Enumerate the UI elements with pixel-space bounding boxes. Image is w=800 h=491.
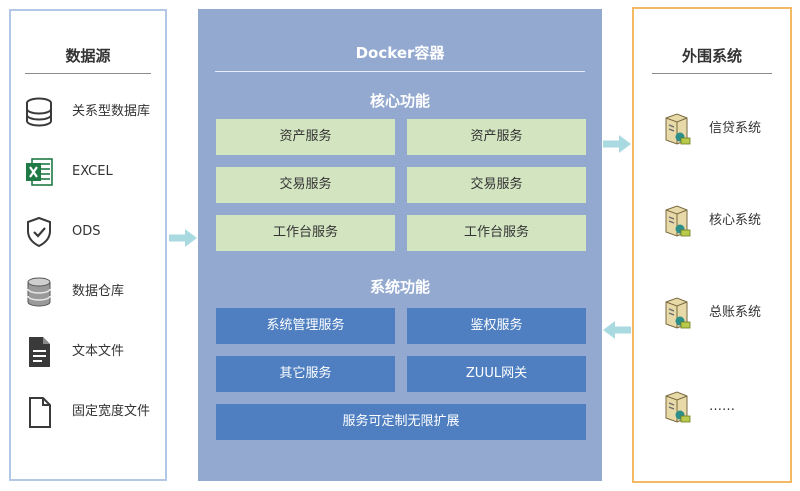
- server-icon: [660, 389, 692, 425]
- source-label: EXCEL: [72, 164, 113, 179]
- text-file-icon: [23, 334, 55, 370]
- source-item-fixed-width-file: 固定宽度文件: [11, 394, 165, 430]
- system-service-box: 系统管理服务: [216, 308, 395, 344]
- source-label: 数据仓库: [72, 284, 125, 299]
- external-item-core: 核心系统: [634, 203, 790, 239]
- external-item-credit: 信贷系统: [634, 111, 790, 147]
- external-item-ledger: 总账系统: [634, 295, 790, 331]
- external-label: 信贷系统: [709, 121, 762, 136]
- source-label: 关系型数据库: [72, 104, 151, 119]
- core-service-box: 资产服务: [407, 119, 586, 155]
- core-service-box: 交易服务: [216, 167, 395, 203]
- source-label: 文本文件: [72, 344, 125, 359]
- database-icon: [23, 94, 55, 130]
- external-label: 核心系统: [709, 213, 762, 228]
- core-service-box: 交易服务: [407, 167, 586, 203]
- title-divider: [652, 73, 772, 74]
- data-source-panel: 数据源 关系型数据库: [9, 9, 167, 481]
- core-service-box: 工作台服务: [407, 215, 586, 251]
- docker-container: Docker容器 核心功能 资产服务 资产服务 交易服务 交易服务 工作台服务 …: [198, 9, 602, 481]
- arrow-left-icon: [603, 321, 631, 339]
- system-functions-title: 系统功能: [369, 278, 430, 296]
- server-icon: [660, 295, 692, 331]
- external-systems-title: 外围系统: [681, 47, 742, 65]
- blank-file-icon: [23, 394, 55, 430]
- source-item-excel: EXCEL: [11, 154, 165, 190]
- external-label: ……: [709, 399, 735, 414]
- source-label: ODS: [72, 224, 101, 239]
- source-item-text-file: 文本文件: [11, 334, 165, 370]
- server-icon: [660, 203, 692, 239]
- external-systems-panel: 外围系统 信贷系统: [632, 7, 792, 483]
- system-service-box: ZUUL网关: [407, 356, 586, 392]
- system-service-box: 鉴权服务: [407, 308, 586, 344]
- system-service-box: 其它服务: [216, 356, 395, 392]
- data-source-title: 数据源: [65, 47, 111, 65]
- source-item-ods: ODS: [11, 214, 165, 250]
- core-functions-title: 核心功能: [369, 92, 430, 110]
- core-service-box: 工作台服务: [216, 215, 395, 251]
- title-divider: [25, 73, 151, 74]
- source-label: 固定宽度文件: [72, 404, 151, 419]
- system-service-box-wide: 服务可定制无限扩展: [216, 404, 586, 440]
- server-icon: [660, 111, 692, 147]
- external-label: 总账系统: [709, 305, 762, 320]
- source-item-data-warehouse: 数据仓库: [11, 274, 165, 310]
- data-warehouse-icon: [23, 274, 55, 310]
- title-divider: [215, 71, 585, 72]
- source-item-relational-db: 关系型数据库: [11, 94, 165, 130]
- docker-title: Docker容器: [355, 44, 445, 62]
- arrow-right-icon: [169, 229, 197, 247]
- arrow-right-icon: [603, 135, 631, 153]
- external-item-more: ……: [634, 389, 790, 425]
- shield-check-icon: [23, 214, 55, 250]
- core-service-box: 资产服务: [216, 119, 395, 155]
- excel-icon: [23, 154, 55, 190]
